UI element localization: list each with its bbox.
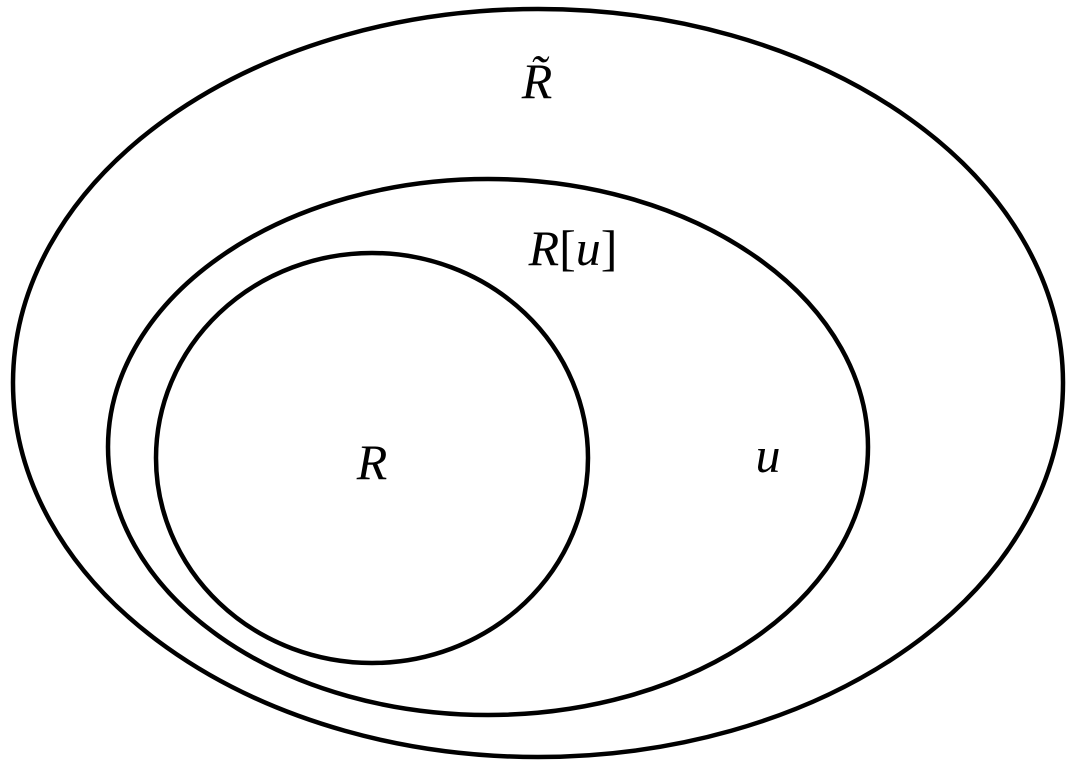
outer-set-label: R̃ <box>521 53 553 109</box>
middle-set-label-r: R <box>528 220 560 276</box>
inner-set-label: R <box>356 434 388 490</box>
middle-set-label: R[u] <box>528 220 618 276</box>
middle-set-ellipse <box>105 176 871 718</box>
middle-set-label-open-bracket: [ <box>559 220 576 276</box>
element-u-label: u <box>756 427 781 483</box>
middle-set-label-close-bracket: ] <box>601 220 618 276</box>
middle-set-label-u: u <box>576 220 601 276</box>
outer-set-ellipse <box>10 6 1066 760</box>
inner-set-ellipse <box>153 250 591 666</box>
